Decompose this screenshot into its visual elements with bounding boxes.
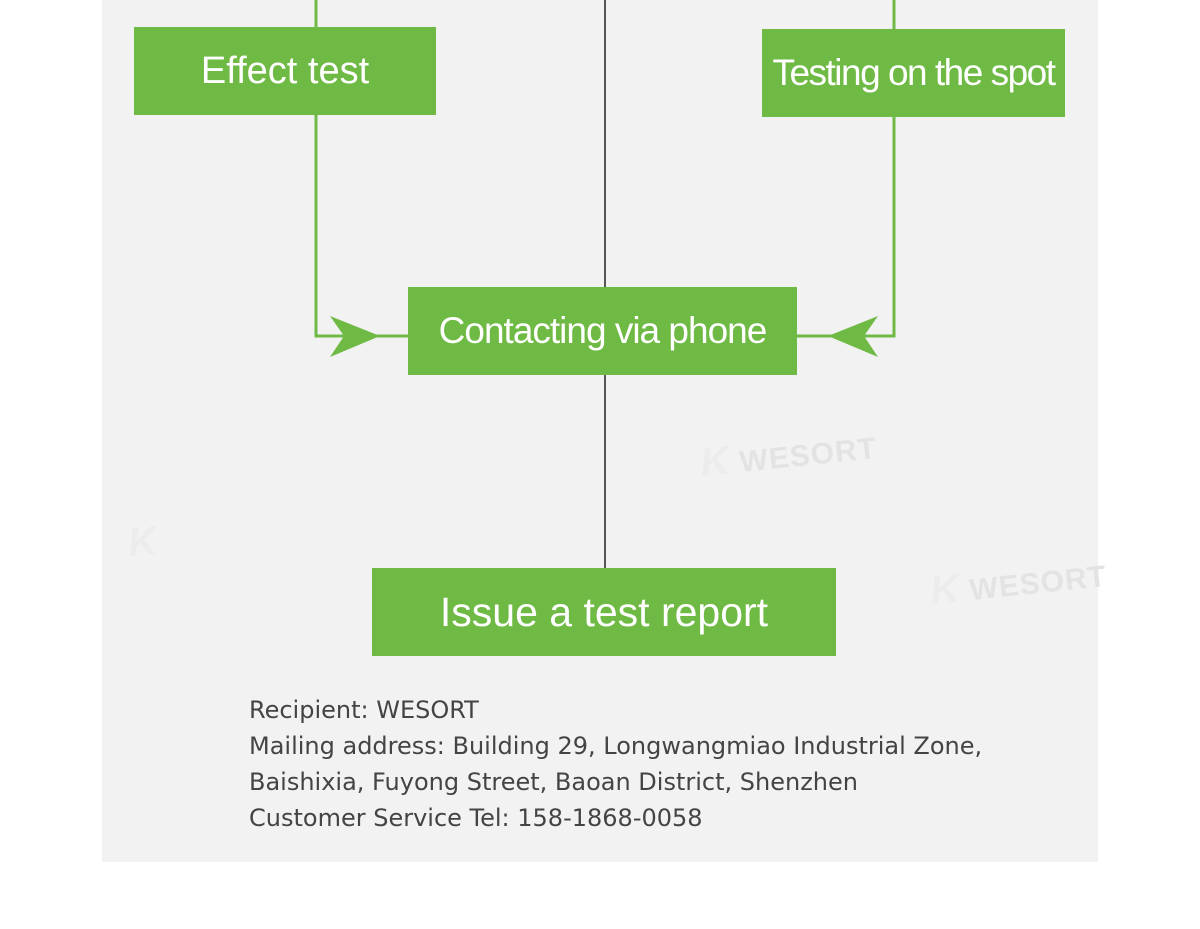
right-arrowhead: [828, 316, 878, 357]
left-arrowhead: [330, 316, 380, 357]
phone-line: Customer Service Tel: 158-1868-0058: [249, 804, 703, 832]
node-label: Testing on the spot: [772, 52, 1056, 93]
node-testing-on-spot: Testing on the spot: [762, 29, 1065, 117]
diagram-panel: [102, 0, 1098, 862]
node-label: Issue a test report: [439, 588, 769, 635]
left-connector: [314, 115, 380, 338]
node-label: Effect test: [200, 49, 370, 92]
node-issue-report: Issue a test report: [372, 568, 836, 656]
right-connector: [828, 117, 896, 338]
node-label: Contacting via phone: [438, 310, 768, 351]
address-line-2: Baishixia, Fuyong Street, Baoan District…: [249, 768, 858, 796]
address-line-1: Mailing address: Building 29, Longwangmi…: [249, 732, 983, 760]
node-contacting-phone: Contacting via phone: [408, 287, 797, 375]
recipient-line: Recipient: WESORT: [249, 696, 479, 724]
node-effect-test: Effect test: [134, 27, 436, 115]
contact-info: Recipient: WESORT Mailing address: Build…: [249, 692, 1049, 836]
